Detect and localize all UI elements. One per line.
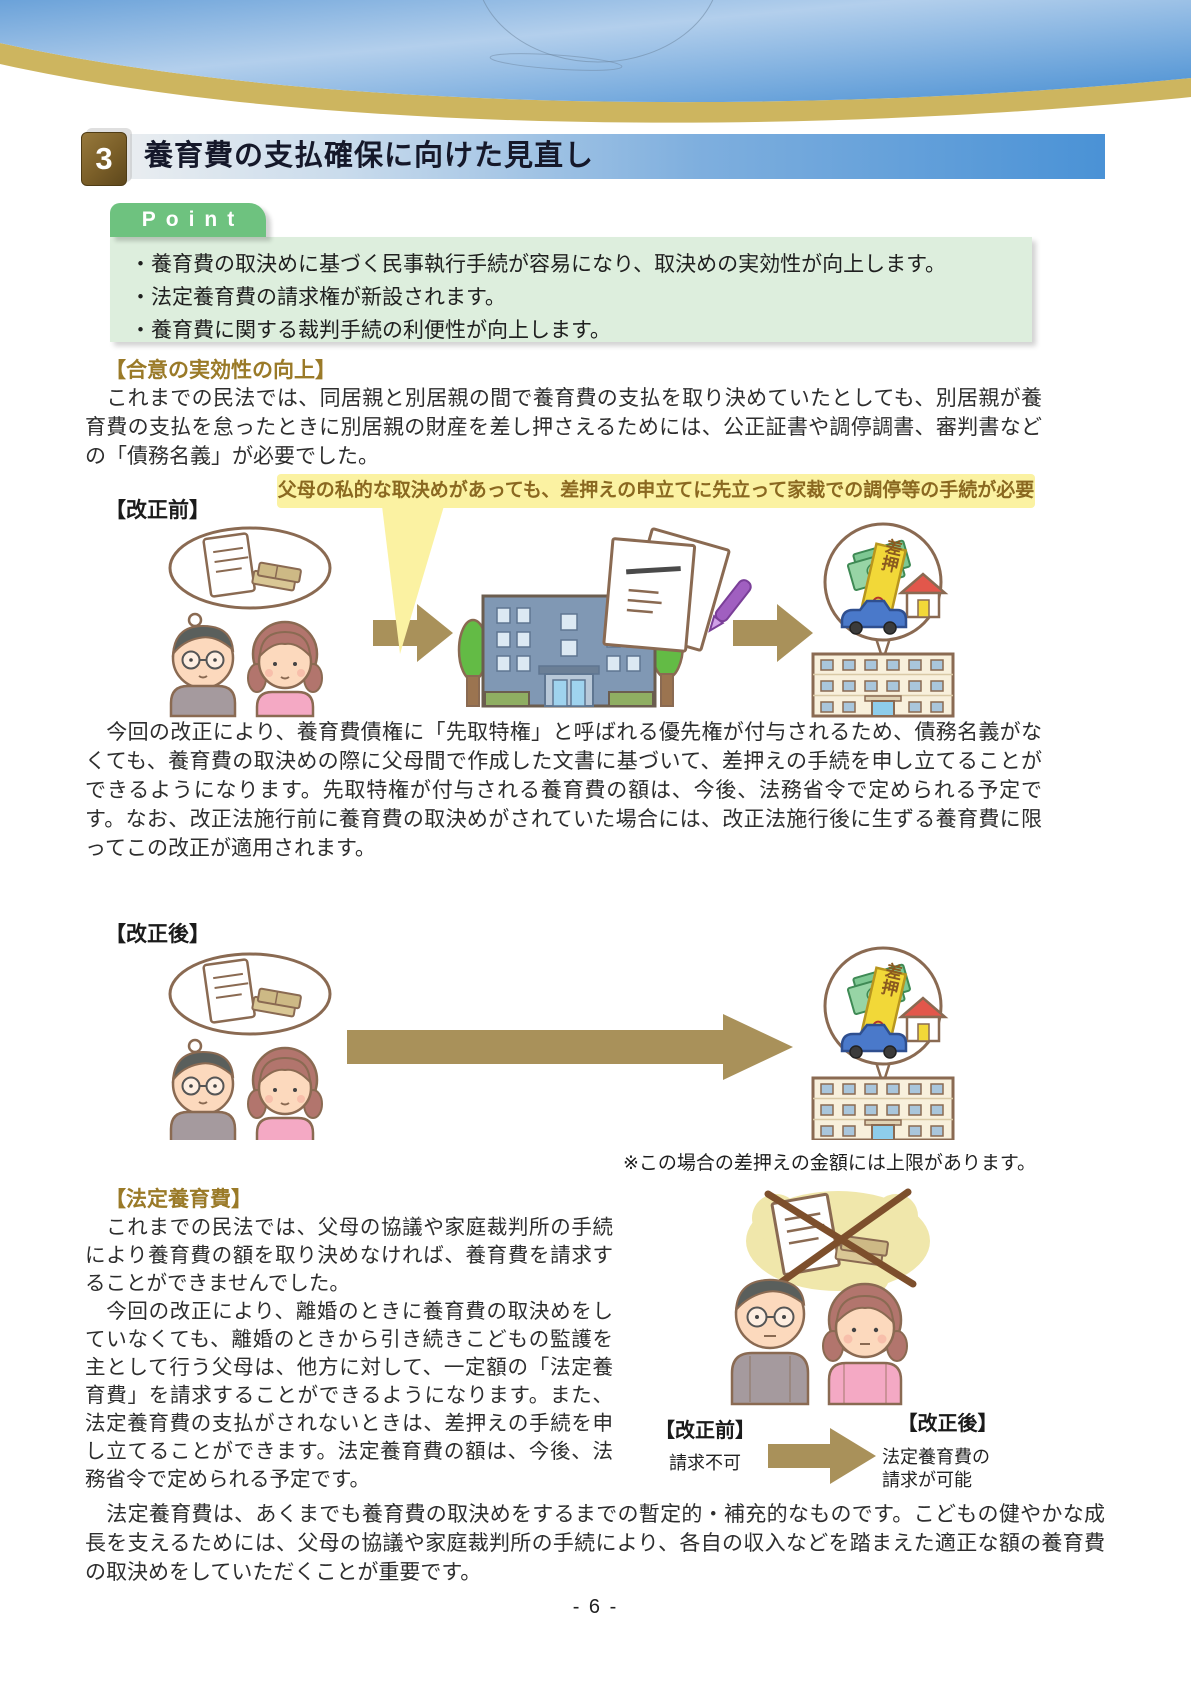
point-box: ・養育費の取決めに基づく民事執行手続が容易になり、取決めの実効性が向上します。 … bbox=[110, 237, 1032, 342]
label-after-revision: 【改正後】 bbox=[105, 923, 210, 946]
agreement-documents-illustration bbox=[602, 527, 752, 653]
caption-after-label: 【改正後】 bbox=[897, 1413, 998, 1435]
paragraph-closing: 法定養育費は、あくまでも養育費の取決めをするまでの暫定的・補充的なものです。こど… bbox=[85, 1503, 1105, 1584]
header-wave-decoration bbox=[0, 0, 1191, 123]
arrow-icon bbox=[768, 1428, 876, 1484]
long-arrow-icon bbox=[347, 1014, 793, 1080]
header-gold-band bbox=[0, 43, 1191, 123]
page-number: - 6 - bbox=[572, 1596, 619, 1618]
heading-statutory-support: 【法定養育費】 bbox=[105, 1188, 252, 1211]
seizure-bubble-illustration bbox=[823, 522, 947, 662]
illustration-before-revision bbox=[168, 522, 955, 718]
label-before-revision: 【改正前】 bbox=[105, 499, 210, 522]
paragraph-agreement-before: これまでの民法では、同居親と別居親の間で養育費の支払を取り決めていたとしても、別… bbox=[85, 387, 1042, 468]
callout-note: 父母の私的な取決めがあっても、差押えの申立てに先立って家裁での調停等の手続が必要 bbox=[277, 474, 1035, 508]
statutory-text-column: これまでの民法では、父母の協議や家庭裁判所の手続により養育費の額を取り決めなけれ… bbox=[85, 1214, 613, 1494]
heading-agreement-effectiveness: 【合意の実効性の向上】 bbox=[105, 359, 336, 382]
callout-tail bbox=[382, 506, 444, 654]
illustration-after-revision bbox=[168, 946, 955, 1140]
point-bullet-2: ・法定養育費の請求権が新設されます。 bbox=[130, 286, 506, 309]
father-illustration bbox=[730, 1278, 810, 1406]
apartment-building-illustration bbox=[811, 652, 955, 718]
page-title: 養育費の支払確保に向けた見直し bbox=[144, 140, 595, 172]
parents-couple-illustration bbox=[168, 526, 332, 718]
point-label: Point bbox=[110, 203, 266, 237]
mother-illustration bbox=[822, 1282, 908, 1406]
crossed-claim-illustration bbox=[746, 1188, 930, 1296]
point-bullet-1: ・養育費の取決めに基づく民事執行手続が容易になり、取決めの実効性が向上します。 bbox=[130, 253, 947, 276]
paragraph-agreement-after: 今回の改正により、養育費債権に「先取特権」と呼ばれる優先権が付与されるため、債務… bbox=[85, 721, 1042, 860]
seizure-bubble-illustration bbox=[823, 946, 947, 1086]
pen-icon bbox=[708, 579, 752, 633]
caption-after-text: 法定養育費の 請求が可能 bbox=[882, 1447, 990, 1490]
apartment-building-illustration bbox=[811, 1076, 955, 1140]
section-number-badge: 3 bbox=[81, 132, 127, 186]
illustration-no-agreement-couple bbox=[730, 1188, 930, 1406]
point-bullet-3: ・養育費に関する裁判手続の利便性が向上します。 bbox=[130, 319, 611, 342]
paragraph-statutory-1: これまでの民法では、父母の協議や家庭裁判所の手続により養育費の額を取り決めなけれ… bbox=[85, 1216, 613, 1295]
arrow-icon bbox=[733, 604, 813, 662]
header-blue-wave bbox=[0, 0, 1191, 103]
seizure-limit-note: ※この場合の差押えの金額には上限があります。 bbox=[622, 1153, 1036, 1174]
paragraph-statutory-2: 今回の改正により、離婚のときに養育費の取決めをしていなくても、離婚のときから引き… bbox=[85, 1300, 613, 1491]
caption-before-label: 【改正前】 bbox=[655, 1420, 755, 1442]
parents-couple-illustration bbox=[168, 952, 332, 1140]
section-title-bar: 養育費の支払確保に向けた見直し bbox=[130, 134, 1105, 179]
caption-before-text: 請求不可 bbox=[669, 1453, 741, 1473]
section-number: 3 bbox=[95, 141, 113, 176]
